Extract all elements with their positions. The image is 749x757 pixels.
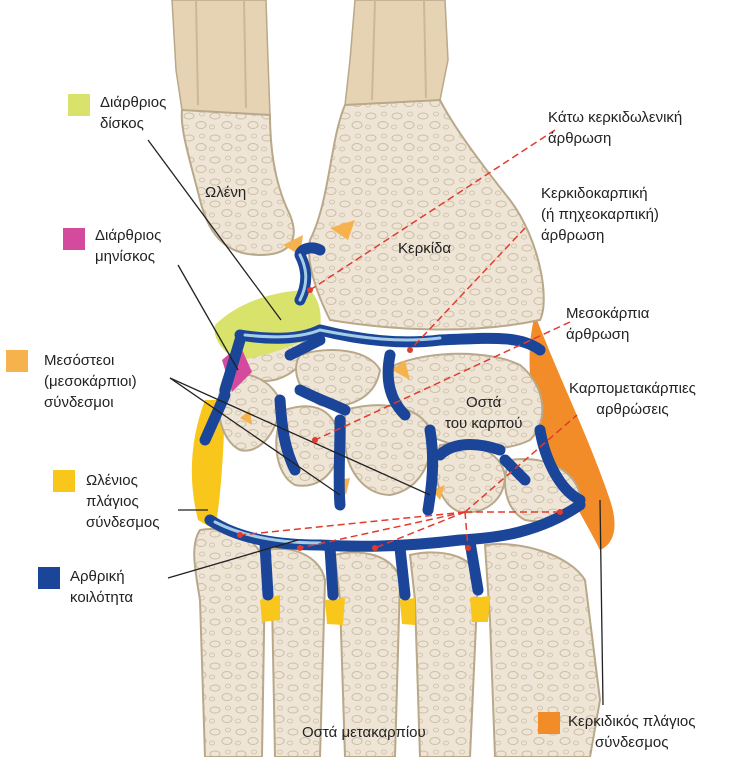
forearm-shafts <box>172 0 448 115</box>
radial-collateral-swatch <box>538 712 560 734</box>
interosseous-ligaments-swatch <box>6 350 28 372</box>
ulnar-collateral-swatch <box>53 470 75 492</box>
label-radiocarpal-joint: Κερκιδοκαρπική(ή πηχεοκαρπική)άρθρωση <box>541 183 659 246</box>
label-metacarpal-bones: Οστά μετακαρπίου <box>302 722 426 743</box>
label-ulna: Ωλένη <box>205 182 246 203</box>
meniscus-swatch <box>63 228 85 250</box>
label-interosseous-ligaments: Μεσόστεοι(μεσοκάρπιοι)σύνδεσμοι <box>44 350 137 413</box>
label-radius: Κερκίδα <box>398 238 451 259</box>
articular-disc-swatch <box>68 94 90 116</box>
joint-cavity-swatch <box>38 567 60 589</box>
